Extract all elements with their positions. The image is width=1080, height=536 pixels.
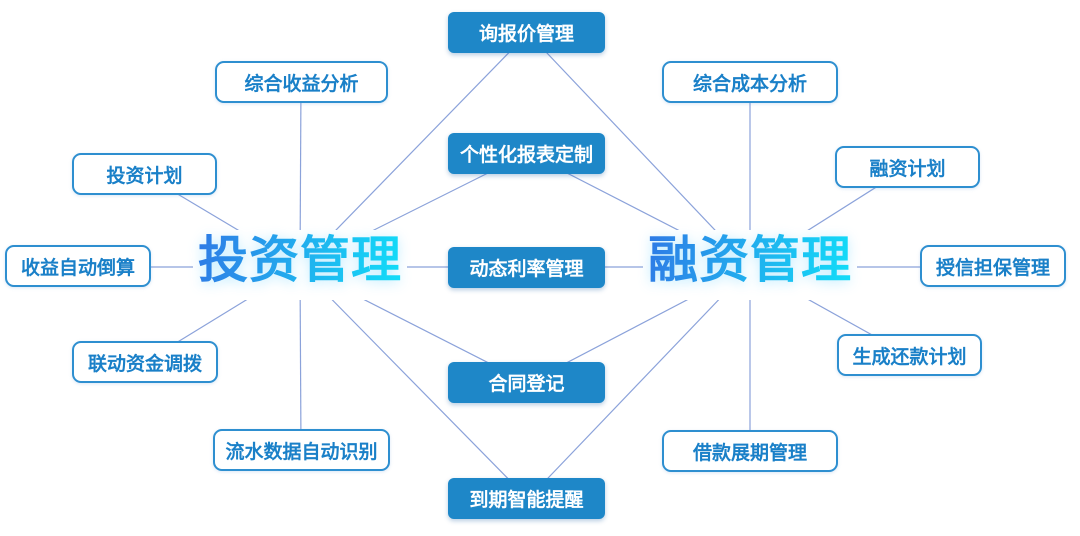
center-title-financing-management: 融资管理 — [643, 231, 857, 291]
node-contract-registration: 合同登记 — [448, 362, 605, 403]
node-personalized-report-customization: 个性化报表定制 — [448, 133, 605, 174]
node-comprehensive-income-analysis: 综合收益分析 — [215, 61, 388, 103]
node-dynamic-interest-rate-management: 动态利率管理 — [448, 247, 605, 288]
node-generate-repayment-plan: 生成还款计划 — [837, 334, 982, 376]
node-loan-extension-management: 借款展期管理 — [662, 430, 838, 472]
node-inquiry-quote-management: 询报价管理 — [448, 12, 605, 53]
center-title-investment-management: 投资管理 — [193, 231, 407, 291]
title-mask — [193, 230, 407, 300]
node-investment-plan: 投资计划 — [72, 153, 217, 195]
node-comprehensive-cost-analysis: 综合成本分析 — [662, 61, 838, 103]
node-maturity-smart-reminder: 到期智能提醒 — [448, 478, 605, 519]
connector-line — [527, 32, 751, 268]
node-financing-plan: 融资计划 — [835, 146, 980, 188]
node-credit-guarantee-management: 授信担保管理 — [920, 245, 1066, 287]
connector-line — [527, 266, 751, 500]
connector-line — [299, 266, 529, 500]
title-mask — [643, 230, 857, 300]
connector-line — [299, 32, 529, 268]
node-income-auto-backcalculation: 收益自动倒算 — [5, 245, 151, 287]
node-linked-fund-transfer: 联动资金调拨 — [72, 341, 218, 383]
node-transaction-data-auto-recognition: 流水数据自动识别 — [213, 429, 390, 471]
